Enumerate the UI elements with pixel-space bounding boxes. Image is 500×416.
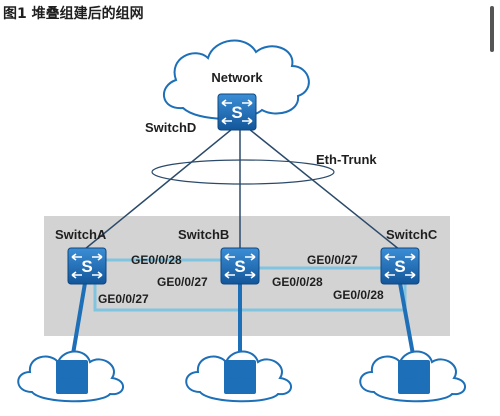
figure-caption: 图1 堆叠组建后的组网 xyxy=(3,6,144,22)
switch-d-icon-letter: S xyxy=(231,103,242,122)
network-label: Network xyxy=(211,70,263,85)
eth-trunk-label: Eth-Trunk xyxy=(316,152,377,167)
user-cloud-a xyxy=(17,350,125,403)
user-group-icon xyxy=(224,360,256,394)
user-group-icon xyxy=(56,360,88,394)
port-b-right-label: GE0/0/28 xyxy=(272,275,323,289)
network-cloud xyxy=(162,39,310,120)
switch-c-label: SwitchC xyxy=(386,227,438,242)
switch-b-icon-letter: S xyxy=(234,257,245,276)
switch-a[interactable]: S xyxy=(67,247,107,285)
switch-c[interactable]: S xyxy=(380,247,420,285)
switch-a-label: SwitchA xyxy=(55,227,107,242)
switch-b-label: SwitchB xyxy=(178,227,229,242)
user-group-icon xyxy=(398,360,430,394)
switch-d[interactable]: S xyxy=(217,93,257,131)
switch-c-icon-letter: S xyxy=(394,257,405,276)
switch-b[interactable]: S xyxy=(220,247,260,285)
uplink-c xyxy=(243,124,401,251)
downlink-c xyxy=(398,282,416,361)
port-a-bottom-label: GE0/0/27 xyxy=(98,292,149,306)
switch-a-icon-letter: S xyxy=(81,257,92,276)
user-cloud-b xyxy=(185,350,293,403)
stack-cable-a-c-lower xyxy=(93,283,407,312)
user-cloud-c xyxy=(359,350,467,403)
downlink-a xyxy=(70,282,87,361)
port-c-top-label: GE0/0/27 xyxy=(307,253,358,267)
port-a-top-label: GE0/0/28 xyxy=(131,253,182,267)
scrollbar[interactable] xyxy=(490,6,494,52)
uplink-a xyxy=(84,124,238,250)
switch-d-label: SwitchD xyxy=(145,120,196,135)
eth-trunk-ellipse xyxy=(151,159,335,185)
port-b-left-label: GE0/0/27 xyxy=(157,275,208,289)
port-c-bottom-label: GE0/0/28 xyxy=(333,288,384,302)
